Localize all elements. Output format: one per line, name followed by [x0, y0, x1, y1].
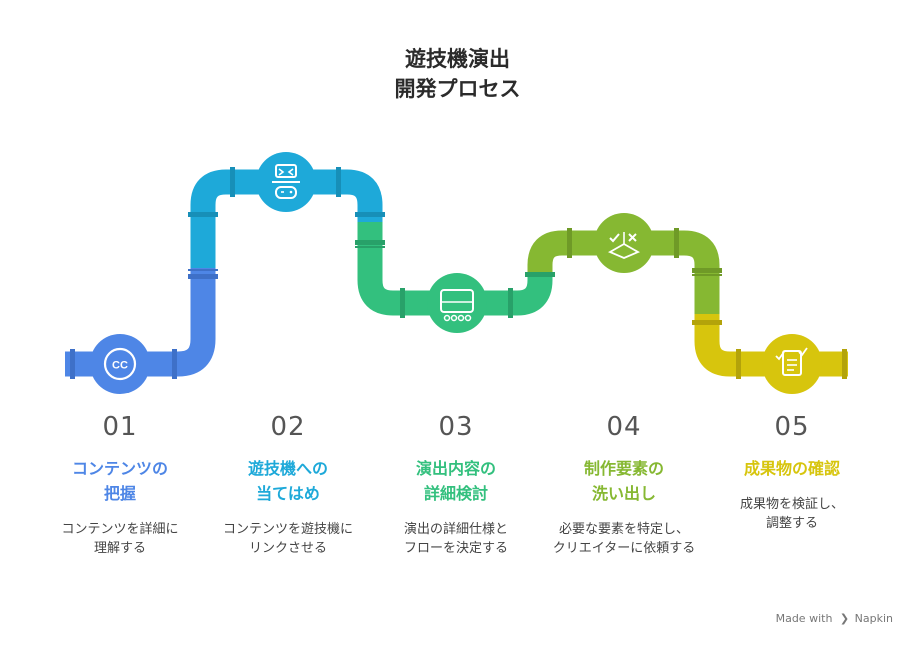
step-title: コンテンツの 把握 [35, 456, 205, 506]
control-panel-icon [427, 273, 487, 333]
step-description: コンテンツを遊技機に リンクさせる [203, 520, 373, 558]
step-number: 01 [102, 412, 138, 442]
step-number: 04 [606, 412, 642, 442]
pipe-segment-5 [694, 314, 848, 377]
step-description: 必要な要素を特定し、 クリエイターに依頼する [539, 520, 709, 558]
step-desc-line-2: フローを決定する [403, 541, 508, 556]
footer-brand: Napkin [854, 612, 893, 625]
title-line-1: 遊技機演出 [405, 47, 510, 71]
step-description: 成果物を検証し、 調整する [707, 495, 877, 533]
step-number: 03 [438, 412, 474, 442]
step-number: 05 [774, 412, 810, 442]
step-desc-line-1: 演出の詳細仕様と [403, 522, 508, 537]
step-title: 制作要素の 洗い出し [539, 456, 709, 506]
step-desc-line-2: 理解する [93, 541, 146, 556]
step-02: 02 遊技機への 当てはめ コンテンツを遊技機に リンクさせる [203, 412, 373, 558]
step-desc-line-2: 調整する [765, 516, 818, 531]
step-title-line-2: 詳細検討 [423, 484, 488, 503]
step-desc-line-1: コンテンツを詳細に [61, 522, 179, 537]
step-desc-line-1: 成果物を検証し、 [739, 497, 844, 512]
step-04: 04 制作要素の 洗い出し 必要な要素を特定し、 クリエイターに依頼する [539, 412, 709, 558]
closed-caption-icon: CC [90, 334, 150, 394]
checklist-icon [762, 334, 822, 394]
step-title-line-1: 成果物の確認 [743, 459, 840, 478]
step-desc-line-2: リンクさせる [248, 541, 327, 556]
title-line-2: 開発プロセス [394, 77, 521, 101]
step-title: 遊技機への 当てはめ [203, 456, 373, 506]
step-05: 05 成果物の確認 成果物を検証し、 調整する [707, 412, 877, 533]
step-03: 03 演出内容の 詳細検討 演出の詳細仕様と フローを決定する [371, 412, 541, 558]
step-title-line-1: 演出内容の [415, 459, 496, 478]
step-title-line-2: 当てはめ [256, 484, 320, 503]
check-cross-choice-icon [594, 213, 654, 273]
step-number: 02 [270, 412, 306, 442]
step-title-line-1: コンテンツの [71, 459, 168, 478]
svg-text:CC: CC [112, 360, 128, 372]
pipe-segment-1 [65, 264, 216, 377]
footer-prefix: Made with [775, 612, 833, 625]
page-title: 遊技機演出 開発プロセス [0, 44, 915, 104]
game-machine-icon [256, 152, 316, 212]
step-title-line-2: 把握 [103, 484, 136, 503]
step-description: 演出の詳細仕様と フローを決定する [371, 520, 541, 558]
step-description: コンテンツを詳細に 理解する [35, 520, 205, 558]
step-desc-line-1: 必要な要素を特定し、 [558, 522, 689, 537]
made-with-napkin-badge[interactable]: Made with ❯ Napkin [776, 612, 893, 625]
step-title-line-1: 制作要素の [583, 459, 664, 478]
step-title-line-1: 遊技機への [247, 459, 328, 478]
step-desc-line-2: クリエイターに依頼する [552, 541, 696, 556]
step-desc-line-1: コンテンツを遊技機に [222, 522, 353, 537]
pipe-flanges [70, 167, 847, 379]
step-01: 01 コンテンツの 把握 コンテンツを詳細に 理解する [35, 412, 205, 558]
napkin-logo-icon: ❯ [839, 612, 850, 625]
step-title: 成果物の確認 [707, 456, 877, 481]
step-title: 演出内容の 詳細検討 [371, 456, 541, 506]
step-title-line-2: 洗い出し [591, 484, 656, 503]
